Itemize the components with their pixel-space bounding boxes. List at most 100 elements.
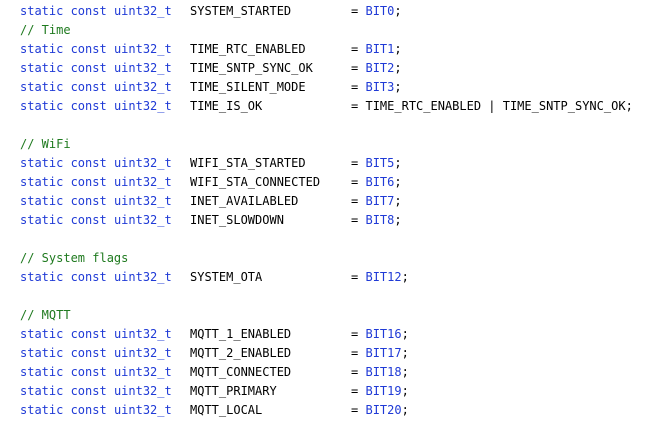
keyword-static-const: static const [20,61,107,75]
assignment: = BIT20; [351,401,409,420]
assign-operator: = [351,194,359,208]
constant-name: MQTT_CONNECTED [190,365,292,379]
constant-value: BIT17 [365,346,402,360]
code-line: static const uint32_t INET_AVAILABLED = BI… [0,192,670,211]
constant-name: TIME_IS_OK [190,99,263,113]
code-blank-line [0,230,670,249]
type-name: uint32_t [113,365,172,379]
code-comment-line: // System flags [0,249,670,268]
keyword-static-const: static const [20,327,107,341]
declaration-prefix: static const uint32_t [20,78,172,97]
type-name: uint32_t [113,4,172,18]
semicolon: ; [394,61,402,75]
assign-operator: = [351,365,359,379]
constant-value: BIT0 [365,4,395,18]
assignment: = BIT3; [351,78,402,97]
assign-operator: = [351,80,359,94]
type-name: uint32_t [113,156,172,170]
constant-value: TIME_RTC_ENABLED | TIME_SNTP_SYNC_OK [365,99,626,113]
assign-operator: = [351,384,359,398]
assign-operator: = [351,213,359,227]
type-name: uint32_t [113,213,172,227]
semicolon: ; [394,156,402,170]
keyword-static-const: static const [20,384,107,398]
keyword-static-const: static const [20,194,107,208]
type-name: uint32_t [113,270,172,284]
semicolon: ; [394,4,402,18]
keyword-static-const: static const [20,213,107,227]
code-line: static const uint32_t TIME_IS_OK = TIME_RT… [0,97,670,116]
semicolon: ; [401,384,409,398]
constant-name: TIME_SNTP_SYNC_OK [190,61,313,75]
constant-name: MQTT_1_ENABLED [190,327,292,341]
code-comment-line: // Time [0,21,670,40]
code-line: static const uint32_t WIFI_STA_STARTED = B… [0,154,670,173]
assignment: = BIT12; [351,268,409,287]
semicolon: ; [401,327,409,341]
keyword-static-const: static const [20,346,107,360]
assignment: = BIT17; [351,344,409,363]
comment-text: // WiFi [20,137,71,151]
declaration-prefix: static const uint32_t [20,2,172,21]
constant-value: BIT19 [365,384,402,398]
assign-operator: = [351,270,359,284]
constant-name: TIME_SILENT_MODE [190,80,306,94]
keyword-static-const: static const [20,270,107,284]
assignment: = BIT7; [351,192,402,211]
assign-operator: = [351,175,359,189]
declaration-prefix: static const uint32_t [20,59,172,78]
assignment: = TIME_RTC_ENABLED | TIME_SNTP_SYNC_OK; [351,97,633,116]
constant-name: INET_SLOWDOWN [190,213,284,227]
semicolon: ; [394,42,402,56]
declaration-prefix: static const uint32_t [20,268,172,287]
assignment: = BIT19; [351,382,409,401]
assignment: = BIT2; [351,59,402,78]
declaration-prefix: static const uint32_t [20,401,172,420]
code-line: static const uint32_t INET_SLOWDOWN = BIT8… [0,211,670,230]
constant-name: WIFI_STA_STARTED [190,156,306,170]
constant-name: INET_AVAILABLED [190,194,299,208]
keyword-static-const: static const [20,156,107,170]
semicolon: ; [394,80,402,94]
assign-operator: = [351,61,359,75]
assignment: = BIT5; [351,154,402,173]
assign-operator: = [351,156,359,170]
keyword-static-const: static const [20,403,107,417]
constant-name: MQTT_PRIMARY [190,384,277,398]
code-blank-line [0,116,670,135]
code-line: static const uint32_t SYSTEM_OTA = BIT12; [0,268,670,287]
constant-value: BIT8 [365,213,395,227]
declaration-prefix: static const uint32_t [20,363,172,382]
code-comment-line: // MQTT [0,306,670,325]
constant-value: BIT20 [365,403,402,417]
type-name: uint32_t [113,99,172,113]
keyword-static-const: static const [20,4,107,18]
declaration-prefix: static const uint32_t [20,192,172,211]
type-name: uint32_t [113,61,172,75]
type-name: uint32_t [113,327,172,341]
type-name: uint32_t [113,175,172,189]
assignment: = BIT8; [351,211,402,230]
constant-name: MQTT_2_ENABLED [190,346,292,360]
declaration-prefix: static const uint32_t [20,325,172,344]
assignment: = BIT6; [351,173,402,192]
keyword-static-const: static const [20,365,107,379]
semicolon: ; [401,365,409,379]
assign-operator: = [351,4,359,18]
code-line: static const uint32_t TIME_SNTP_SYNC_OK = … [0,59,670,78]
keyword-static-const: static const [20,99,107,113]
semicolon: ; [625,99,633,113]
constant-name: SYSTEM_OTA [190,270,263,284]
comment-text: // MQTT [20,308,71,322]
type-name: uint32_t [113,80,172,94]
assignment: = BIT16; [351,325,409,344]
type-name: uint32_t [113,42,172,56]
semicolon: ; [394,213,402,227]
semicolon: ; [394,194,402,208]
constant-value: BIT3 [365,80,395,94]
